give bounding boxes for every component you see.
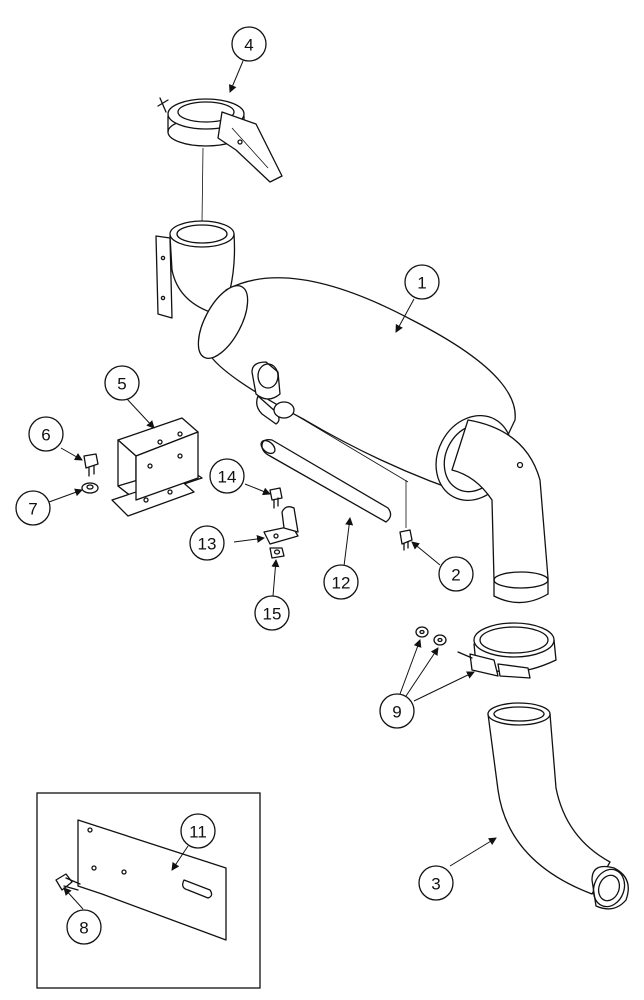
leader-lines: [48, 60, 497, 910]
nut-part-7: [81, 482, 99, 494]
callout-label: 13: [198, 535, 217, 554]
callout-label: 11: [189, 823, 207, 842]
callout-label: 8: [79, 919, 88, 938]
callout-label: 2: [451, 566, 460, 585]
band-clamp-part: [415, 622, 557, 679]
callout-6: 6: [28, 416, 64, 452]
mount-bracket-part: [111, 417, 203, 517]
callout-label: 3: [431, 875, 440, 894]
detail-inset: [36, 792, 261, 989]
callout-11: 11: [180, 813, 216, 849]
elbow-pipe-part: [487, 702, 629, 910]
rain-cap-part: [157, 97, 283, 223]
callout-label: 1: [417, 274, 426, 293]
callout-2: 2: [438, 556, 474, 592]
callout-label: 6: [41, 426, 50, 445]
tube-part: [260, 438, 392, 523]
bolt-part-6: [83, 453, 99, 477]
bolt-part-2: [399, 529, 413, 551]
callout-12: 12: [323, 564, 359, 600]
callout-7: 7: [15, 490, 51, 526]
clip-part-13: [263, 506, 299, 545]
callout-13: 13: [189, 525, 225, 561]
callout-label: 9: [392, 703, 401, 722]
callout-label: 14: [218, 468, 237, 487]
callout-8: 8: [66, 909, 102, 945]
callout-3: 3: [418, 865, 454, 901]
callout-label: 4: [244, 36, 253, 55]
bolt-part-14: [269, 487, 283, 509]
callout-1: 1: [404, 264, 440, 300]
callout-label: 5: [117, 375, 126, 394]
callout-14: 14: [209, 458, 245, 494]
callout-label: 12: [332, 574, 351, 593]
callout-label: 7: [28, 500, 37, 519]
callout-9: 9: [379, 693, 415, 729]
muffler-part: [155, 220, 549, 604]
nut-part-15: [269, 547, 285, 559]
callout-15: 15: [254, 595, 290, 631]
callout-label: 15: [263, 605, 282, 624]
callout-5: 5: [104, 365, 140, 401]
callout-4: 4: [231, 26, 267, 62]
